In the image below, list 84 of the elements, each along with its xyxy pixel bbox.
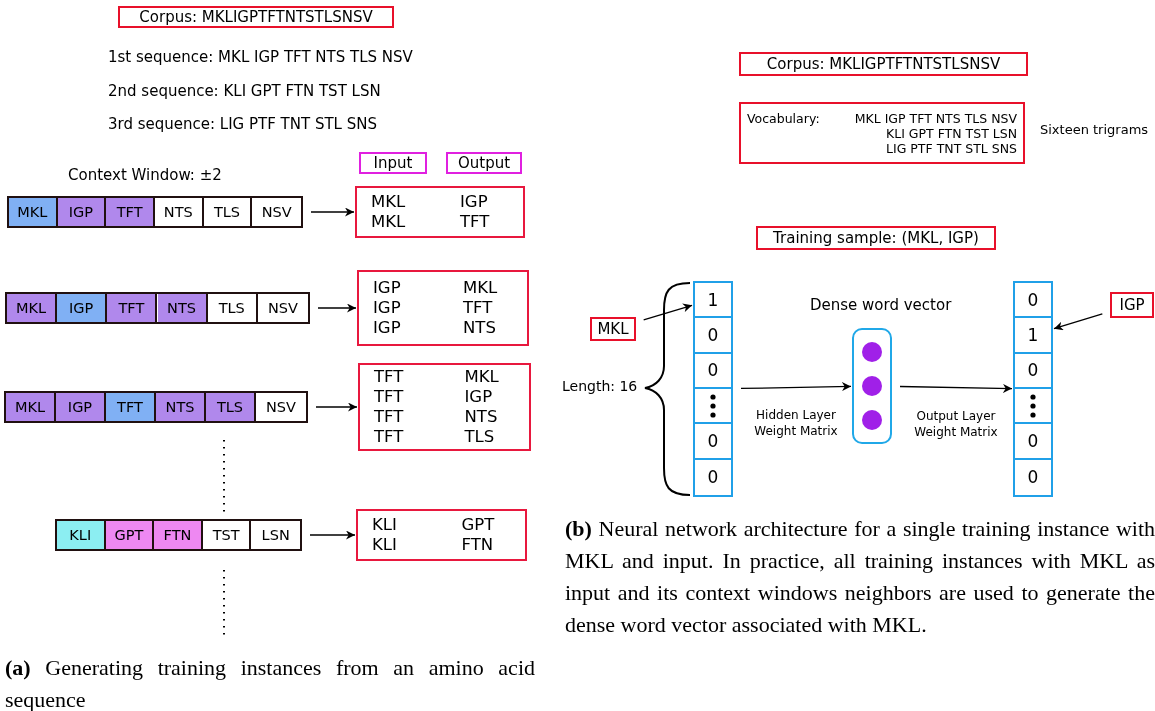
labeled-box [118,6,394,28]
arrow [899,383,1013,393]
training-pairs-box [357,270,529,346]
header-box [446,152,522,174]
sequence-strip [5,292,310,324]
sequence-strip [7,196,303,228]
labeled-box [756,226,996,250]
output-word: TLS [464,427,496,447]
trigram-list: LIG PTF TNT STL SNS [842,140,1017,156]
arrow [643,303,693,321]
token-cell: IGP [57,294,108,322]
note-text: 1st sequence: MKL IGP TFT NTS TLS NSV [108,48,413,66]
input-word: IGP [373,298,402,318]
labeled-box [1110,292,1154,318]
note-text: Context Window: ±2 [68,166,222,184]
figure-caption: (a) Generating training instances from an amino acid sequence [5,654,535,711]
arrow [740,382,852,392]
token-cell: TLS [206,393,256,421]
vocabulary-heading: Vocabulary: [747,110,821,126]
one-hot-vector [693,281,733,497]
node-caption: Sixteen trigrams [1040,122,1149,137]
token-cell: IGP [57,198,107,226]
output-word: IGP [460,192,489,212]
token-cell: NTS [156,393,206,421]
sequence-strip [55,519,302,551]
arrow [317,303,357,313]
token-cell: FTN [154,521,203,549]
output-word: NTS [463,318,497,338]
training-pairs-box [356,509,527,561]
arrow [309,530,356,540]
training-pairs-box [358,363,531,451]
input-word: TFT [374,407,405,427]
header-box [359,152,427,174]
output-word: FTN [461,535,495,555]
input-word: MKL [371,212,407,232]
sequence-strip [4,391,308,423]
output-word: TFT [463,298,494,318]
token-cell: TFT [106,198,155,226]
input-word: IGP [373,318,402,338]
output-word: MKL [464,367,500,387]
input-word: IGP [373,278,402,298]
token-cell: TFT [106,393,156,421]
input-word: TFT [374,367,405,387]
one-hot-vector [1013,281,1053,497]
box-label: IGP [1119,296,1145,314]
token-cell: MKL [6,393,56,421]
token-cell: GPT [105,521,155,549]
arrow [310,207,355,217]
input-word: TFT [374,427,405,447]
note-text: 3rd sequence: LIG PTF TNT STL SNS [108,115,377,133]
note-text: Length: 16 [562,378,638,394]
box-label: Input [373,154,413,172]
input-word: KLI [372,535,398,555]
output-word: MKL [463,278,499,298]
output-word: NTS [464,407,499,427]
box-label: Corpus: MKLIGPTFTNTSTLSNSV [766,55,1001,73]
box-label: Training sample: (MKL, IGP) [773,229,979,247]
token-cell: IGP [56,393,106,421]
dense-vector-box [852,328,892,444]
box-label: MKL [597,320,629,338]
input-word: KLI [372,515,398,535]
labeled-box [739,52,1028,76]
token-cell: MKL [7,294,58,322]
token-cell: NTS [157,294,208,322]
input-word: MKL [371,192,407,212]
input-word: TFT [374,387,405,407]
output-word: IGP [464,387,494,407]
figure-caption: (b) Neural network architecture for a single training instance with MKL and input. In practice, all training instances with MKL as input and its context windows neighbors are used to generate the dense word vector associated with MKL. [565,515,1155,639]
token-cell: KLI [57,521,106,549]
box-label: Corpus: MKLIGPTFTNTSTLSNSV [139,8,373,26]
token-cell: MKL [9,198,58,226]
output-word: GPT [461,515,496,535]
vocabulary-box [739,102,1025,164]
token-cell: TFT [107,294,158,322]
arrow [315,402,358,412]
trigram-list: KLI GPT FTN TST LSN [842,125,1017,141]
trigram-list: MKL IGP TFT NTS TLS NSV [842,110,1017,126]
box-label: Output [457,154,511,172]
arrow [1053,313,1103,331]
training-pairs-box [355,186,525,238]
note-text: 2nd sequence: KLI GPT FTN TST LSN [108,82,381,100]
output-word: TFT [460,212,491,232]
node-caption: Dense word vector [810,296,952,314]
labeled-box [590,317,636,341]
